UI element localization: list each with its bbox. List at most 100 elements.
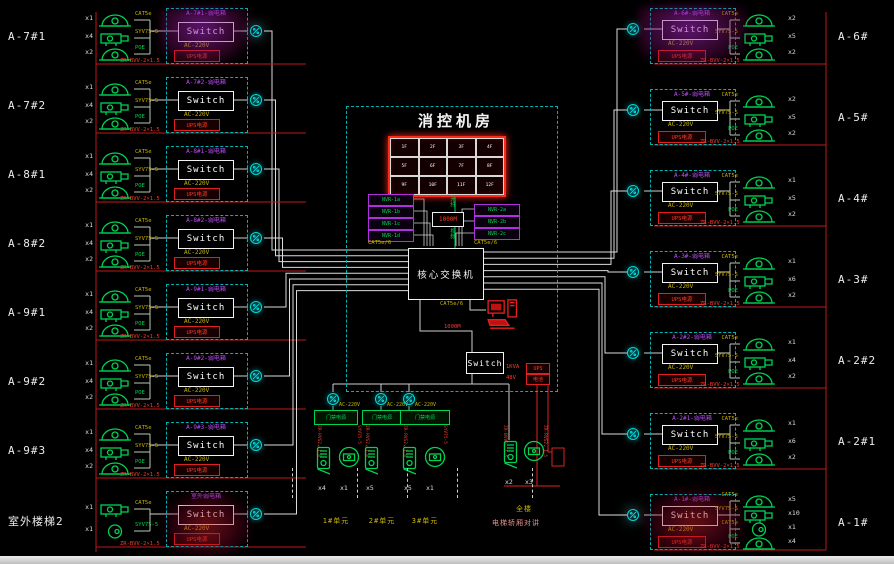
switch-box: Switch [178, 22, 234, 42]
core-switch: 核心交换机 [408, 248, 484, 300]
ups-box: UPS电源 [174, 395, 220, 407]
wire-spec-label: POE [728, 450, 738, 456]
monitor-cell: 1F [390, 138, 419, 157]
feeder-cable-label: ZR-BVV-2×1.5 [120, 403, 160, 409]
wire-spec-label: POE [135, 459, 145, 465]
wire-spec-label: CAT5e [721, 254, 738, 260]
wire-spec-label: SYV75-5 [135, 522, 159, 528]
storage-unit: NVR-1d [368, 230, 414, 242]
power-label: AC-220V [184, 42, 210, 49]
building-label: A-9#2 [8, 375, 47, 388]
power-label: AC-220V [339, 402, 361, 408]
distribution-box: 门禁电源 [314, 410, 358, 425]
storage-unit: NVR-2b [474, 216, 520, 228]
monitor-cell: 10F [418, 176, 447, 195]
workstation-pc-icon [486, 298, 528, 332]
wire-spec-label: CAT5e [721, 11, 738, 17]
ups-box: UPS电源 [174, 464, 220, 476]
building-label: 室外楼梯2 [8, 515, 64, 528]
dome-camera-icon [96, 357, 134, 374]
device-count: x3 [525, 478, 533, 486]
building-block: A-8#2-弱电箱 Switch AC-220V UPS电源 ZR-BVV-2×… [80, 213, 310, 277]
fiber-transceiver-icon [249, 438, 263, 452]
dome-camera-icon [96, 184, 134, 201]
building-label: A-8#2 [8, 237, 47, 250]
fiber-transceiver-icon [626, 346, 640, 360]
power-label: AC-220V [184, 387, 210, 394]
box-camera-icon [96, 99, 134, 116]
power-label: AC-220V [668, 40, 694, 47]
building-block: A-7#1-弱电箱 Switch AC-220V UPS电源 ZR-BVV-2×… [80, 6, 310, 70]
feeder-cable-label: ZR-BVV-2×1.5 [700, 382, 740, 388]
dome-camera-icon [740, 535, 778, 552]
horizontal-scrollbar[interactable] [0, 556, 894, 564]
ups-row-box: 电池 [526, 374, 550, 385]
ups-box: UPS电源 [658, 293, 706, 305]
monitor-cell: 6F [418, 157, 447, 176]
feeder-cable-label: ZR-BVV-2×1.5 [700, 463, 740, 469]
wire-spec-label: CAT5e [135, 356, 152, 362]
switch-box: Switch [178, 229, 234, 249]
monitor-cell: 2F [418, 138, 447, 157]
cabinet-label: 室外弱电箱 [190, 493, 221, 500]
switch-box: Switch [178, 436, 234, 456]
fiber-transceiver-icon [249, 300, 263, 314]
dome-camera-icon [740, 174, 778, 191]
ups-box: UPS电源 [174, 326, 220, 338]
wire-spec-label: CAT5e [135, 218, 152, 224]
ups-box: UPS电源 [174, 50, 220, 62]
box-camera-icon [740, 111, 778, 128]
wire-spec-label: POE [728, 207, 738, 213]
feeder-cable-label: ZR-BVV-2×1.5 [120, 58, 160, 64]
dome-camera-icon [96, 426, 134, 443]
wire-spec-label: SYV75-5 [135, 29, 159, 35]
storage-unit: NVR-1b [368, 206, 414, 218]
device-count: x4 [318, 484, 326, 492]
switch-box: Switch [178, 505, 234, 525]
device-count: x1 [788, 257, 796, 265]
cabinet-label: A-2#1-弱电箱 [672, 415, 712, 422]
wire-spec-label: POE [135, 252, 145, 258]
door-station-icon [402, 446, 418, 476]
storage-cable-label-left: CAT5e/6 [368, 240, 392, 246]
device-count: x1 [85, 83, 93, 91]
feeder-cable-label: ZR-BVV-2×1.5 [700, 301, 740, 307]
building-block: A-6#-弱电箱 Switch AC-220V UPS电源 ZR-BVV-2×1… [596, 6, 842, 70]
riser-label-bottom: 视频 [449, 228, 455, 239]
building-block: A-1#-弱电箱 Switch AC-220V UPS电源 ZR-BVV-2×1… [596, 492, 842, 556]
cable-spec-label: SYV75-5 [356, 425, 361, 444]
building-label: A-8#1 [8, 168, 47, 181]
power-label: AC-220V [668, 445, 694, 452]
riser-label-top: 光纤 [449, 196, 455, 207]
building-block: A-9#2-弱电箱 Switch AC-220V UPS电源 ZR-BVV-2×… [80, 351, 310, 415]
box-camera-icon [96, 501, 134, 518]
wire-spec-label: CAT5e [135, 287, 152, 293]
cabinet-box [166, 77, 248, 133]
wire-spec-label: CAT5e [721, 520, 738, 526]
cabinet-box [166, 284, 248, 340]
wire-spec-label: POE [728, 288, 738, 294]
device-count: x1 [788, 523, 796, 531]
device-count: x5 [788, 32, 796, 40]
wire-spec-label: SYV75-5 [135, 167, 159, 173]
ups-box: UPS电源 [174, 533, 220, 545]
cable-spec-label: ZR-BVV2×1.5 [502, 425, 507, 458]
fiber-transceiver-icon [326, 392, 340, 406]
dome-camera-icon [96, 253, 134, 270]
feeder-cable-label: ZR-BVV-2×1.5 [700, 58, 740, 64]
building-label: A-2#2 [838, 354, 877, 367]
device-count: x2 [788, 372, 796, 380]
door-station-icon [316, 446, 332, 476]
sub-switch: Switch [466, 352, 504, 374]
ups-box: UPS电源 [658, 455, 706, 467]
matrix-box: 1000M [432, 212, 464, 227]
building-block: A-5#-弱电箱 Switch AC-220V UPS电源 ZR-BVV-2×1… [596, 87, 842, 151]
fiber-transceiver-icon [626, 103, 640, 117]
dome-in-circle-icon [338, 446, 360, 468]
cabinet-box [650, 332, 736, 388]
building-block: A-9#1-弱电箱 Switch AC-220V UPS电源 ZR-BVV-2×… [80, 282, 310, 346]
group-caption-2: 电梯轿厢对讲 [492, 519, 540, 527]
building-block: A-4#-弱电箱 Switch AC-220V UPS电源 ZR-BVV-2×1… [596, 168, 842, 232]
